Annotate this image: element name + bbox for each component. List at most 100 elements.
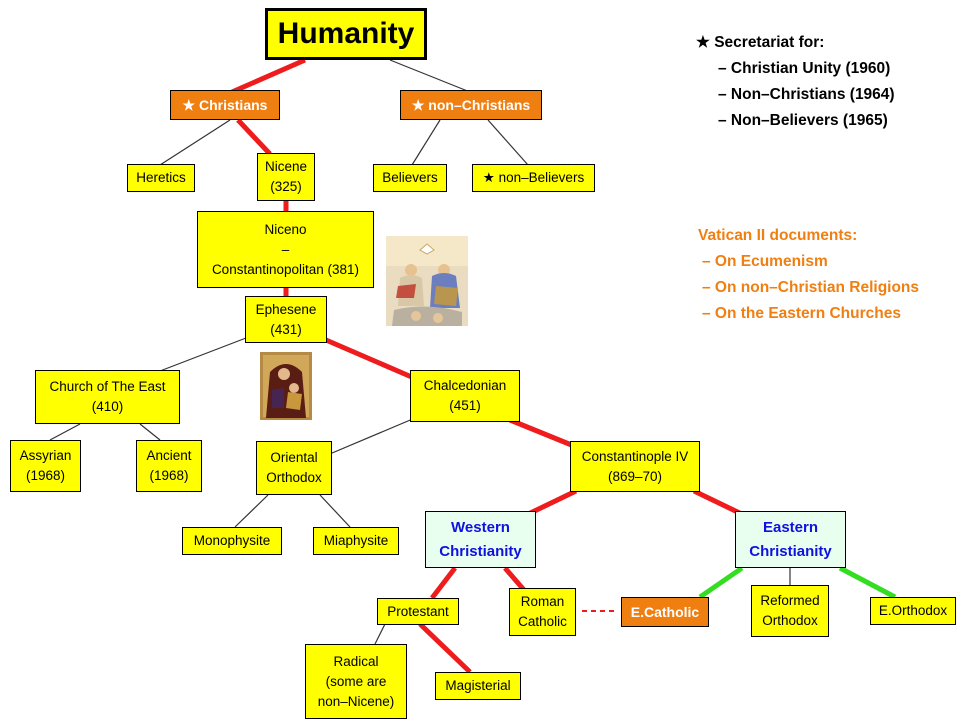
node-ancient-line2: (1968): [149, 468, 189, 483]
node-church-of-the-east: Church of The East (410): [35, 370, 180, 424]
node-e-orthodox-label: E.Orthodox: [878, 603, 948, 618]
secretariat-heading: ★ Secretariat for:: [696, 34, 825, 51]
link-oriental-miaphysite: [319, 494, 351, 528]
node-assyrian-line2: (1968): [25, 468, 66, 483]
node-assyrian-line1: Assyrian: [19, 448, 72, 463]
documents-item: – On non–Christian Religions: [702, 279, 920, 296]
node-niceno-line2: –: [281, 241, 290, 257]
link-humanity-nonchristians: [389, 59, 471, 93]
node-nicene: Nicene (325): [257, 153, 315, 201]
secretariat-item: – Non–Christians (1964): [718, 86, 895, 103]
node-ephesene-line1: Ephesene: [255, 301, 317, 317]
link-protestant-radical: [374, 623, 386, 645]
node-e-catholic-label: E.Catholic: [630, 604, 700, 620]
link-churcheast-ancient: [139, 423, 161, 441]
secretariat-item: – Christian Unity (1960): [718, 60, 891, 77]
node-monophysite-label: Monophysite: [193, 533, 271, 548]
node-ephesene-line2: (431): [270, 321, 302, 337]
trinity-icon: [386, 236, 468, 326]
node-ephesene: Ephesene (431): [245, 296, 327, 343]
node-niceno-line3: Constantinopolitan (381): [211, 261, 360, 277]
node-humanity: Humanity: [265, 8, 427, 60]
node-heretics: Heretics: [127, 164, 195, 192]
node-heretics-label: Heretics: [136, 170, 186, 185]
link-chalcedonian-oriental: [324, 417, 416, 457]
node-radical-line2: (some are: [325, 673, 387, 689]
node-western-christianity: Western Christianity: [425, 511, 536, 568]
link-nonchristians-believers: [411, 119, 441, 166]
link-nonchristians-nonbelievers: [487, 119, 529, 166]
node-non-believers: ★ non–Believers: [472, 164, 595, 192]
node-e-catholic: E.Catholic: [621, 597, 709, 627]
node-radical-line1: Radical: [333, 653, 379, 669]
node-protestant-label: Protestant: [387, 603, 449, 619]
node-roman-line2: Catholic: [518, 614, 567, 629]
node-assyrian: Assyrian (1968): [10, 440, 81, 492]
link-ephesene-churcheast: [159, 337, 247, 372]
node-chalcedonian-line2: (451): [449, 398, 481, 413]
node-constantinople-line1: Constantinople IV: [581, 448, 689, 464]
node-reformed-line2: Orthodox: [762, 613, 818, 628]
node-niceno-line1: Niceno: [264, 221, 307, 237]
node-christians-label: ★ Christians: [182, 97, 268, 113]
node-western-line1: Western: [451, 518, 510, 536]
node-magisterial: Magisterial: [435, 672, 521, 700]
link-western-protestant: [430, 566, 457, 600]
node-miaphysite-label: Miaphysite: [323, 533, 389, 548]
link-humanity-christians: [230, 57, 307, 95]
secretariat-legend: ★ Secretariat for: – Christian Unity (19…: [696, 30, 895, 134]
link-protestant-magisterial: [418, 622, 472, 674]
link-eastern-eorthodox: [838, 565, 897, 600]
node-oriental-orthodox: Oriental Orthodox: [256, 441, 332, 495]
node-roman-catholic: Roman Catholic: [509, 588, 576, 636]
node-e-orthodox: E.Orthodox: [870, 597, 956, 625]
node-ancient-line1: Ancient: [146, 448, 192, 463]
node-roman-line1: Roman: [520, 594, 565, 609]
node-eastern-line1: Eastern: [762, 518, 819, 536]
link-christians-nicene: [236, 118, 272, 156]
node-reformed-line1: Reformed: [760, 593, 820, 608]
node-protestant: Protestant: [377, 598, 459, 625]
node-church-east-line2: (410): [91, 399, 124, 414]
link-oriental-monophysite: [234, 494, 269, 528]
node-non-believers-label: ★ non–Believers: [482, 170, 585, 185]
link-christians-heretics: [159, 119, 231, 166]
node-non-christians-label: ★ non–Christians: [411, 97, 531, 113]
node-believers: Believers: [373, 164, 447, 192]
documents-item: – On Ecumenism: [702, 253, 828, 270]
node-nicene-line1: Nicene: [264, 159, 308, 174]
documents-legend: Vatican II documents: – On Ecumenism – O…: [698, 223, 919, 327]
node-niceno-constantinopolitan: Niceno – Constantinopolitan (381): [197, 211, 374, 288]
node-nicene-line2: (325): [270, 179, 302, 194]
node-eastern-line2: Christianity: [749, 542, 832, 560]
link-eastern-ecatholic: [698, 565, 744, 600]
documents-item: – On the Eastern Churches: [702, 305, 901, 322]
node-western-line2: Christianity: [439, 542, 522, 560]
node-radical-line3: non–Nicene): [317, 693, 395, 709]
node-church-east-line1: Church of The East: [49, 379, 166, 394]
node-reformed-orthodox: Reformed Orthodox: [751, 585, 829, 637]
link-chalcedonian-constantinople: [509, 417, 575, 449]
node-humanity-label: Humanity: [277, 17, 415, 50]
link-ephesene-chalcedonian: [325, 337, 415, 381]
secretariat-item: – Non–Believers (1965): [718, 112, 888, 129]
node-radical: Radical (some are non–Nicene): [305, 644, 407, 719]
node-believers-label: Believers: [382, 170, 438, 185]
documents-heading: Vatican II documents:: [698, 227, 858, 244]
node-magisterial-label: Magisterial: [445, 678, 511, 693]
node-monophysite: Monophysite: [182, 527, 282, 555]
node-oriental-line1: Oriental: [270, 450, 318, 465]
node-constantinople-iv: Constantinople IV (869–70): [570, 441, 700, 492]
link-churcheast-assyrian: [49, 423, 81, 441]
node-constantinople-line2: (869–70): [607, 468, 663, 484]
node-chalcedonian: Chalcedonian (451): [410, 370, 520, 422]
node-ancient: Ancient (1968): [136, 440, 202, 492]
node-eastern-christianity: Eastern Christianity: [735, 511, 846, 568]
node-oriental-line2: Orthodox: [266, 470, 322, 485]
node-christians: ★ Christians: [170, 90, 280, 120]
theotokos-icon: [260, 352, 312, 420]
node-chalcedonian-line1: Chalcedonian: [423, 378, 507, 393]
link-western-roman: [503, 566, 526, 592]
